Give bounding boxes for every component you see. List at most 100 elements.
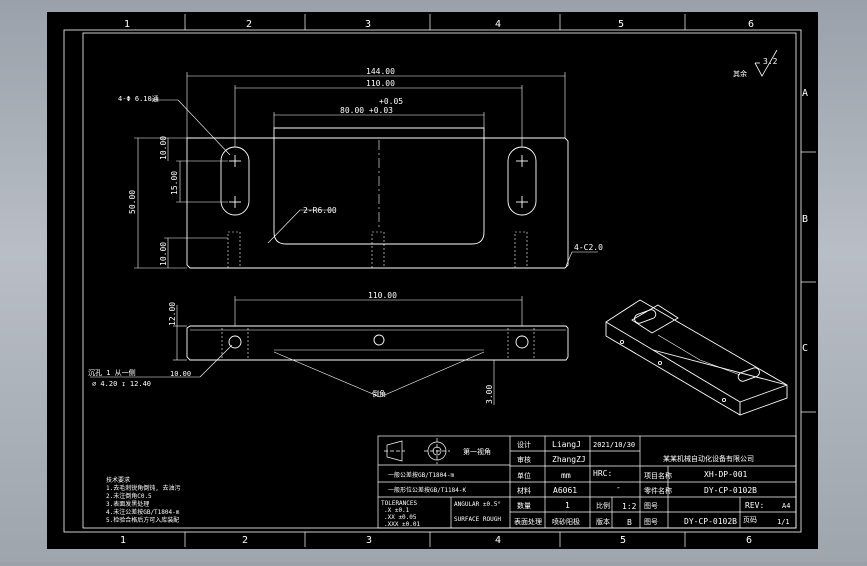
angular-tolerance: ANGULAR ±0.5° (454, 501, 501, 508)
surface-value: 喷砂阳极 (552, 517, 580, 526)
isometric-view (605, 299, 788, 416)
dim-hole-pitch: 110.00 (368, 291, 397, 300)
quantity-value: 1 (565, 501, 570, 510)
counterbore-depth: 10.00 (170, 370, 191, 378)
zone-col-5-top: 5 (618, 19, 624, 30)
dim-slot-top: 10.00 (159, 136, 168, 160)
side-view-dimensions: 110.00 12.00 沉孔 1 从一侧 ⌀ 4.20 ↧ 12.40 10.… (88, 291, 494, 404)
scale-value: 1:2 (622, 502, 637, 511)
version-value: B (627, 518, 632, 527)
zone-col-6-bottom: 6 (746, 535, 752, 546)
dim-slot-pitch: 110.00 (366, 79, 395, 88)
surface-label: 表面处理 (514, 517, 542, 526)
side-view (90, 296, 569, 405)
outer-border (63, 29, 802, 533)
note-line-1: 1.去毛刺锐角倒钝, 去油污 (106, 484, 180, 492)
note-line-5: 5.检验合格后方可入库装配 (106, 516, 179, 524)
dim-overall-length: 144.00 (366, 67, 395, 76)
drawing-sheet (47, 12, 818, 549)
zone-row-b: B (802, 214, 808, 225)
project-code: XH-DP-001 (704, 470, 748, 479)
page-label: 页码 (743, 516, 757, 524)
hrc-label: HRC: (593, 469, 612, 478)
tolerance-xxx: .XXX ±0.01 (384, 521, 421, 528)
zone-col-1-bottom: 1 (120, 535, 126, 546)
company-name: 某某机械自动化设备有限公司 (663, 454, 754, 463)
drawing-label: 图号 (644, 502, 658, 510)
designer-name: LiangJ (552, 440, 581, 449)
tolerances-title: TOLERANCES (381, 500, 418, 507)
counterbore-callout-2: ⌀ 4.20 ↧ 12.40 (92, 380, 151, 388)
version-label: 版本 (596, 517, 610, 526)
zone-col-3-bottom: 3 (366, 535, 372, 546)
projection-label: 第一视角 (463, 447, 491, 456)
part-label: 零件名称 (644, 486, 672, 495)
plate-outline (186, 137, 569, 269)
drawing-date: 2021/10/30 (593, 441, 635, 449)
svg-text:其余: 其余 (733, 69, 747, 78)
part-name: DY-CP-0102B (704, 486, 757, 495)
general-tolerance-1: 一般公差按GB/T1804-m (388, 471, 455, 479)
material-label: 材料 (517, 486, 531, 495)
checker-name: ZhangZJ (552, 455, 586, 464)
unit-value: mm (561, 471, 571, 480)
dim-thickness: 12.00 (168, 302, 177, 326)
top-view-dimensions: 144.00 110.00 +0.05 80.00 +0.03 4-Φ 6.10… (118, 67, 603, 266)
dim-groove-depth: 3.00 (485, 385, 494, 404)
dim-height: 50.00 (128, 190, 137, 214)
zone-col-4-top: 4 (495, 19, 501, 30)
scale-label: 比例 (596, 501, 610, 510)
tolerance-x: .X ±0.1 (384, 507, 410, 514)
note-line-2: 2.未注倒角C0.5 (106, 492, 152, 500)
zone-col-3-top: 3 (365, 19, 371, 30)
dim-fillet: 2-R6.00 (303, 206, 337, 215)
notes-heading: 技术要求 (106, 476, 130, 484)
surface-rough: SURFACE ROUGH (454, 516, 501, 523)
sheet-size: A4 (782, 502, 790, 510)
projection-symbol (384, 438, 450, 464)
side-outline (186, 325, 569, 361)
dim-pocket-width: 80.00 +0.03 (340, 106, 393, 115)
general-tolerance-2: 一般形位公差按GB/T1184-K (388, 486, 467, 494)
page-number: 1/1 (777, 518, 790, 526)
drawing-label-2: 图号 (644, 518, 658, 526)
side-hole-left (228, 335, 242, 349)
quantity-label: 数量 (517, 501, 531, 510)
note-line-4: 4.未注公差按GB/T1804-m (106, 508, 180, 516)
technical-notes: 技术要求 1.去毛刺锐角倒钝, 去油污 2.未注倒角C0.5 3.表面发黑处理 … (106, 476, 180, 524)
zone-col-5-bottom: 5 (620, 535, 626, 546)
unit-label: 单位 (517, 471, 531, 480)
material-value: A6061 (553, 486, 577, 495)
dim-hole-callout: 4-Φ 6.10通 (118, 94, 159, 103)
note-line-3: 3.表面发黑处理 (106, 500, 149, 508)
top-view (134, 72, 598, 269)
side-hole-right (515, 335, 529, 349)
zone-col-2-top: 2 (246, 19, 252, 30)
dim-bottom-offset: 10.00 (159, 242, 168, 266)
drawing-number: DY-CP-0102B (684, 517, 737, 526)
dim-pocket-tol: +0.05 (379, 97, 403, 106)
zone-col-4-bottom: 4 (495, 535, 501, 546)
rev-label: REV: (745, 501, 764, 510)
title-block (377, 435, 797, 529)
zone-row-c: C (802, 343, 808, 354)
zone-col-1-top: 1 (124, 19, 130, 30)
checker-label: 审核 (517, 455, 531, 464)
tapped-holes-top (227, 231, 528, 269)
groove-label: 倒角 (372, 389, 386, 398)
dim-slot-length: 15.00 (170, 171, 179, 195)
side-hole-mid (373, 334, 385, 346)
project-label: 项目名称 (644, 471, 672, 480)
zone-col-6-top: 6 (748, 19, 754, 30)
tolerance-xx: .XX ±0.05 (384, 514, 417, 521)
title-block-text: 第一视角 一般公差按GB/T1804-m 一般形位公差按GB/T1184-K T… (381, 440, 790, 528)
zone-col-2-bottom: 2 (242, 535, 248, 546)
pocket-outline (273, 127, 485, 245)
dim-chamfer: 4-C2.0 (574, 243, 603, 252)
zone-row-a: A (802, 88, 808, 99)
svg-text:3.2: 3.2 (763, 57, 778, 66)
hrc-value: - (616, 483, 621, 492)
designer-label: 设计 (517, 440, 531, 449)
